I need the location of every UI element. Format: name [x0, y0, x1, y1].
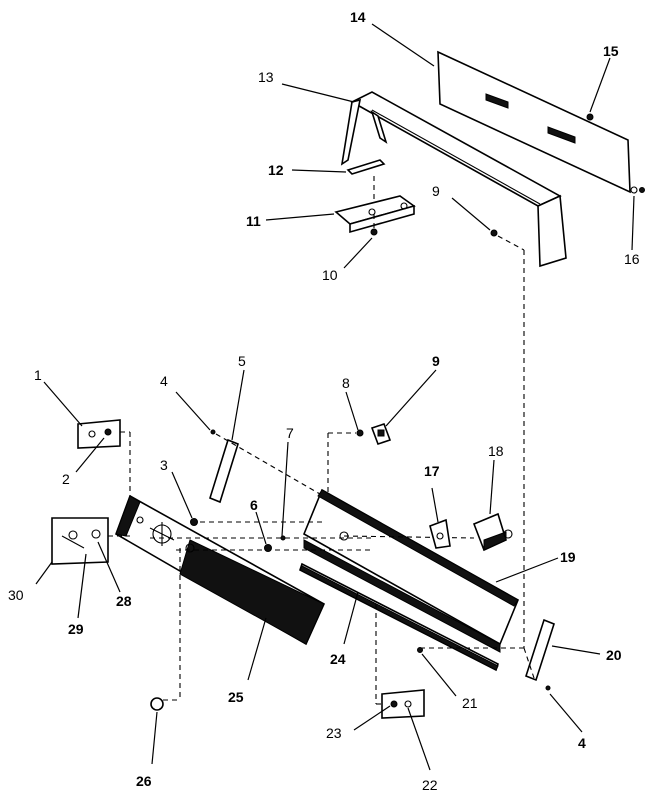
callout-4b: 4: [578, 735, 586, 751]
pin-7: [280, 535, 286, 541]
screw-11: [370, 228, 378, 236]
screw-22: [417, 647, 423, 653]
knob-plate-1: [77, 419, 121, 449]
knob-27: [150, 697, 164, 711]
screw-17: [639, 187, 645, 193]
callout-10: 9: [432, 183, 440, 199]
callout-9: 9: [432, 353, 440, 369]
callout-25: 24: [330, 651, 346, 667]
upper-housing: [340, 91, 567, 268]
callout-20: 19: [560, 549, 576, 565]
callout-1: 1: [34, 367, 42, 383]
callout-7: 7: [286, 425, 294, 441]
terminal-block-19: [472, 512, 513, 552]
screw-6: [264, 544, 272, 552]
control-panel-face: [115, 494, 326, 646]
callout-6: 6: [250, 497, 258, 513]
callout-15: 14: [350, 9, 366, 25]
callout-28: 28: [116, 593, 132, 609]
bracket-strip: [346, 159, 386, 175]
side-bracket-left: [209, 438, 239, 504]
screw-4a: [210, 429, 216, 435]
callout-3: 3: [160, 457, 168, 473]
callout-30: 30: [8, 587, 24, 603]
callout-5: 5: [238, 353, 246, 369]
callout-labels: 14 15 13 12 11 9 10 16 1 2 4 5 8 9 7 3 6…: [8, 9, 640, 793]
screw-4b: [545, 685, 551, 691]
side-bracket-right: [525, 618, 555, 682]
mounting-bracket: [334, 195, 416, 234]
callout-11: 10: [322, 267, 338, 283]
callout-14: 13: [258, 69, 274, 85]
knob-plate-23: [381, 689, 425, 719]
callout-29: 29: [68, 621, 84, 637]
callout-8: 8: [342, 375, 350, 391]
callout-21: 20: [606, 647, 622, 663]
callout-12: 11: [246, 213, 261, 229]
control-panel-housing: [299, 488, 520, 672]
callout-22: 21: [462, 695, 478, 711]
switch-bracket-18: [429, 518, 451, 549]
callout-19: 18: [488, 443, 504, 459]
screw-3: [190, 518, 198, 526]
callout-17: 16: [624, 251, 640, 267]
back-panel: [437, 50, 638, 194]
callout-23: 22: [422, 777, 438, 793]
callout-26: 25: [228, 689, 244, 705]
callout-13: 12: [268, 162, 284, 178]
callout-27: 26: [136, 773, 152, 789]
clip-8: [356, 429, 364, 437]
switch-9: [370, 422, 392, 446]
nut-10: [490, 229, 498, 237]
callout-18: 17: [424, 463, 440, 479]
knob-plate-30: [51, 517, 109, 565]
callout-24: 23: [326, 725, 342, 741]
callout-2: 2: [62, 471, 70, 487]
callout-4a: 4: [160, 373, 168, 389]
leader-lines: [35, 23, 635, 771]
callout-16: 15: [603, 43, 619, 59]
